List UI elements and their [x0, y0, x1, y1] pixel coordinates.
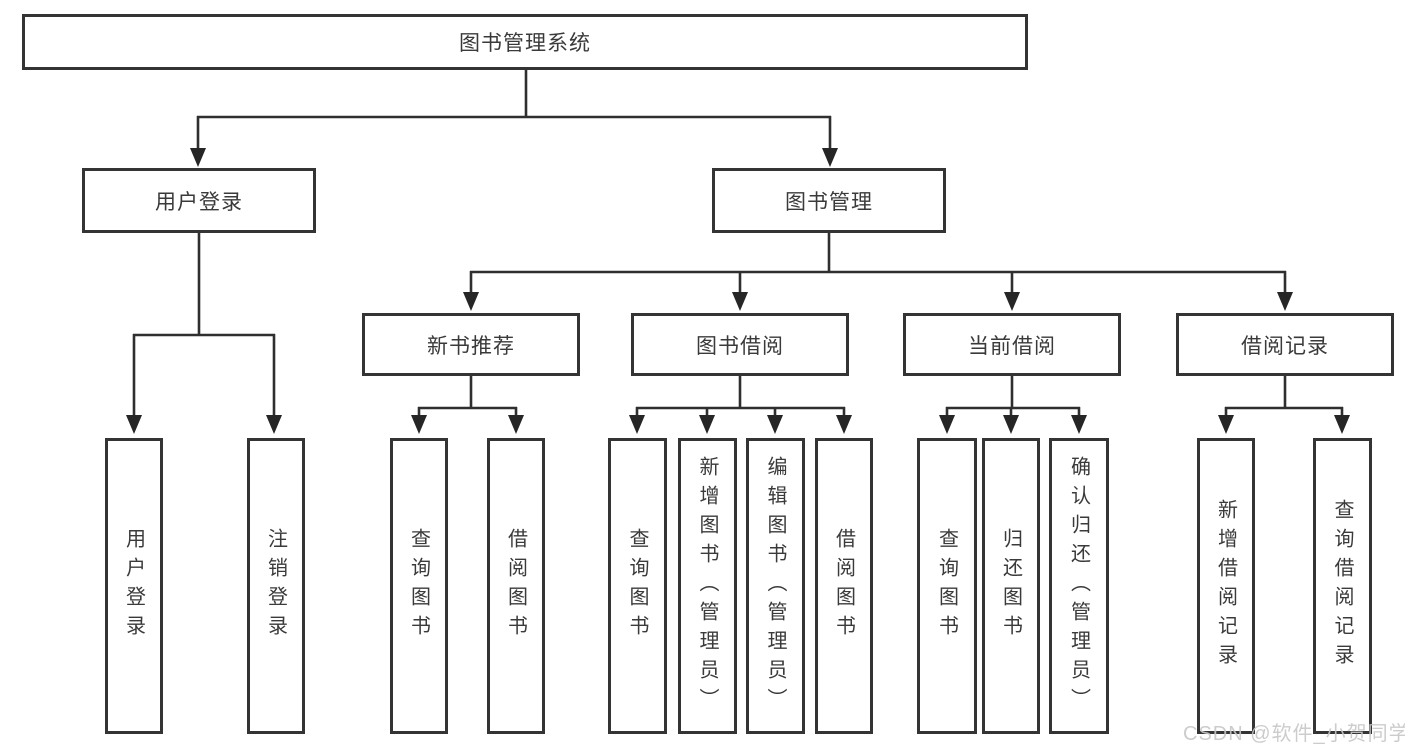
leaf-label: 编辑图书（管理员） [764, 455, 786, 717]
leaf-label: 归还图书 [999, 528, 1022, 644]
leaf-label: 查询图书 [935, 528, 958, 644]
leaf-borrow-books: 借阅图书 [815, 438, 873, 734]
leaf-logout: 注销登录 [247, 438, 305, 734]
leaf-return-books: 归还图书 [982, 438, 1040, 734]
node-borrow-record: 借阅记录 [1176, 313, 1394, 376]
node-current-borrow: 当前借阅 [903, 313, 1121, 376]
leaf-user-login: 用户登录 [105, 438, 163, 734]
node-root: 图书管理系统 [22, 14, 1028, 70]
leaf-confirm-return-admin: 确认归还（管理员） [1049, 438, 1109, 734]
arrowheads [126, 148, 1350, 434]
leaf-edit-books-admin: 编辑图书（管理员） [746, 438, 805, 734]
leaf-label: 注销登录 [264, 528, 287, 644]
node-book-management: 图书管理 [712, 168, 946, 233]
node-user-login: 用户登录 [82, 168, 316, 233]
leaf-add-books-admin: 新增图书（管理员） [678, 438, 737, 734]
leaf-recommend-borrow-books: 借阅图书 [487, 438, 545, 734]
leaf-label: 确认归还（管理员） [1067, 455, 1090, 717]
leaf-borrow-query-books: 查询图书 [608, 438, 667, 734]
leaf-label: 查询图书 [407, 528, 430, 644]
leaf-label: 借阅图书 [504, 528, 527, 644]
node-new-book-recommend: 新书推荐 [362, 313, 580, 376]
leaf-label: 查询借阅记录 [1331, 499, 1353, 673]
leaf-label: 用户登录 [122, 528, 145, 644]
leaf-add-borrow-record: 新增借阅记录 [1197, 438, 1255, 734]
node-book-borrow: 图书借阅 [631, 313, 849, 376]
leaf-label: 新增借阅记录 [1214, 499, 1237, 673]
leaf-label: 借阅图书 [832, 528, 855, 644]
leaf-query-borrow-record: 查询借阅记录 [1313, 438, 1372, 734]
leaf-label: 查询图书 [626, 528, 648, 644]
leaf-recommend-query-books: 查询图书 [390, 438, 448, 734]
leaf-current-query-books: 查询图书 [917, 438, 977, 734]
watermark: CSDN @软件_小贺同学 [1183, 723, 1405, 745]
leaf-label: 新增图书（管理员） [696, 455, 718, 717]
